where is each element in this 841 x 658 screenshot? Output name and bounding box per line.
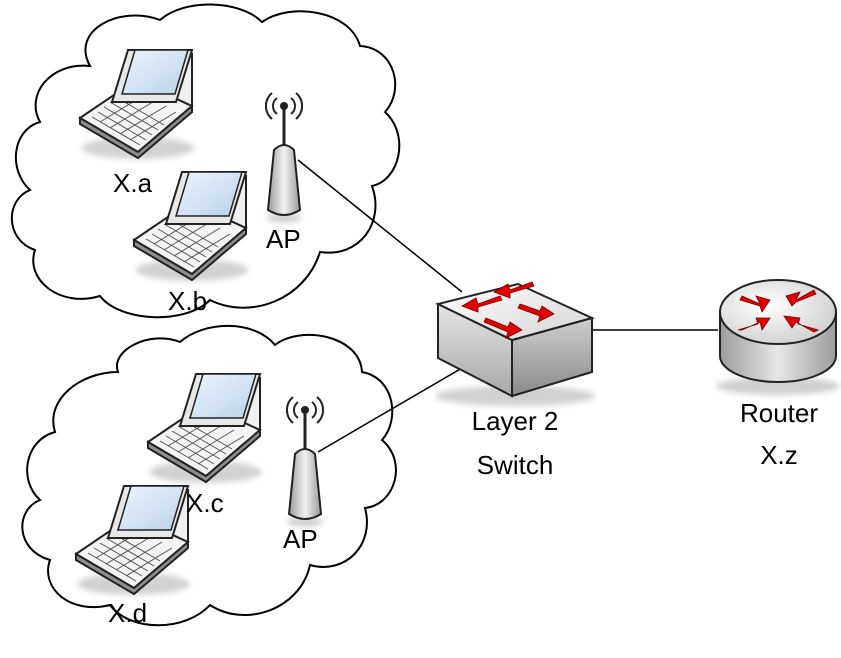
cloud-top	[10, 3, 401, 319]
label-x-d: X.d	[108, 598, 148, 628]
label-x-a: X.a	[113, 168, 153, 198]
label-ap-top: AP	[266, 224, 301, 254]
link-ap-top-switch	[297, 159, 463, 293]
label-switch-line1: Layer 2	[471, 406, 559, 436]
layer2-switch-icon	[435, 281, 595, 406]
label-x-b: X.b	[168, 286, 208, 316]
label-x-c: X.c	[186, 488, 224, 518]
link-ap-bottom-switch	[317, 367, 463, 453]
label-router-line1: Router	[739, 398, 819, 428]
router-icon	[716, 279, 840, 395]
label-switch-line2: Switch	[476, 450, 554, 480]
label-router-line2: X.z	[760, 440, 798, 470]
label-ap-bottom: AP	[283, 524, 318, 554]
